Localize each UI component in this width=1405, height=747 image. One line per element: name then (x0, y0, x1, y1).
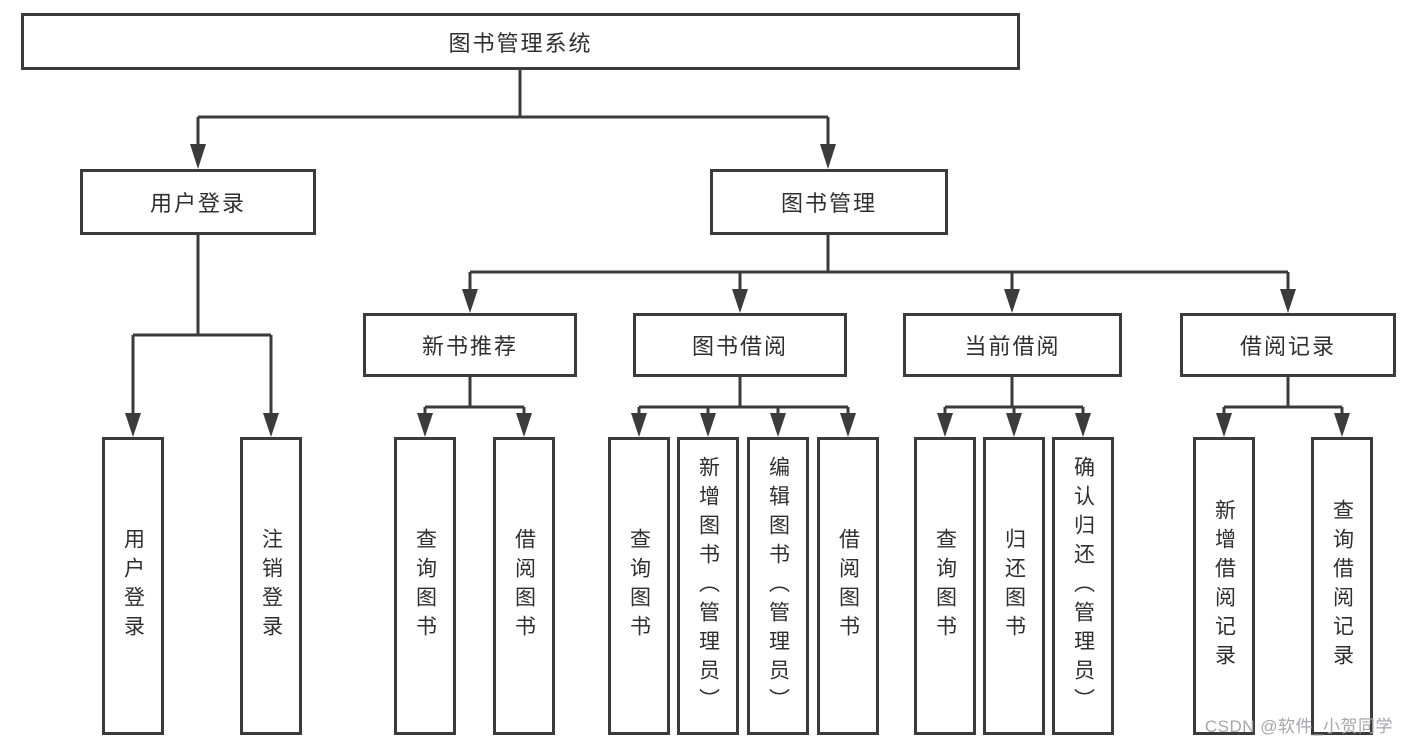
arrowhead-icons (125, 144, 1350, 437)
leaf-add-book-admin-label: 新增图书（管理员） (696, 455, 720, 717)
leaf-borrow-book-label: 借阅图书 (836, 528, 860, 644)
leaf-current-query-books-label: 查询图书 (933, 528, 957, 644)
leaf-current-query-books: 查询图书 (914, 437, 976, 735)
leaf-newbook-borrow-books-label: 借阅图书 (512, 528, 536, 644)
leaf-confirm-return-admin-label: 确认归还（管理员） (1071, 455, 1095, 717)
node-current-borrowing-label: 当前借阅 (964, 334, 1061, 359)
leaf-add-borrow-record: 新增借阅记录 (1193, 437, 1255, 735)
node-book-borrowing: 图书借阅 (633, 313, 847, 377)
node-new-book-recommend-label: 新书推荐 (421, 334, 518, 359)
leaf-borrow-query-books: 查询图书 (608, 437, 670, 735)
node-new-book-recommend: 新书推荐 (363, 313, 577, 377)
node-user-login: 用户登录 (80, 169, 316, 235)
node-user-login-label: 用户登录 (149, 191, 246, 216)
csdn-watermark: CSDN @软件_小贺同学 (1204, 717, 1393, 736)
leaf-query-borrow-record-label: 查询借阅记录 (1330, 499, 1354, 673)
leaf-edit-book-admin-label: 编辑图书（管理员） (766, 455, 790, 717)
node-root-library-system: 图书管理系统 (21, 13, 1020, 70)
leaf-add-borrow-record-label: 新增借阅记录 (1212, 499, 1236, 673)
leaf-borrow-query-books-label: 查询图书 (627, 528, 651, 644)
leaf-user-login: 用户登录 (102, 437, 164, 735)
leaf-newbook-borrow-books: 借阅图书 (493, 437, 555, 735)
leaf-newbook-query-books: 查询图书 (394, 437, 456, 735)
leaf-borrow-book: 借阅图书 (817, 437, 879, 735)
node-book-borrowing-label: 图书借阅 (691, 334, 788, 359)
node-book-management-label: 图书管理 (780, 191, 877, 216)
node-borrowing-records-label: 借阅记录 (1239, 334, 1336, 359)
leaf-edit-book-admin: 编辑图书（管理员） (747, 437, 809, 735)
leaf-add-book-admin: 新增图书（管理员） (677, 437, 739, 735)
leaf-return-book: 归还图书 (983, 437, 1045, 735)
leaf-logout: 注销登录 (240, 437, 302, 735)
leaf-confirm-return-admin: 确认归还（管理员） (1052, 437, 1114, 735)
leaf-newbook-query-books-label: 查询图书 (413, 528, 437, 644)
leaf-logout-label: 注销登录 (259, 528, 283, 644)
node-book-management: 图书管理 (710, 169, 948, 235)
node-borrowing-records: 借阅记录 (1180, 313, 1396, 377)
node-root-label: 图书管理系统 (448, 30, 593, 56)
leaf-return-book-label: 归还图书 (1002, 528, 1026, 644)
leaf-user-login-label: 用户登录 (121, 528, 145, 644)
node-current-borrowing: 当前借阅 (903, 313, 1122, 377)
leaf-query-borrow-record: 查询借阅记录 (1311, 437, 1373, 735)
